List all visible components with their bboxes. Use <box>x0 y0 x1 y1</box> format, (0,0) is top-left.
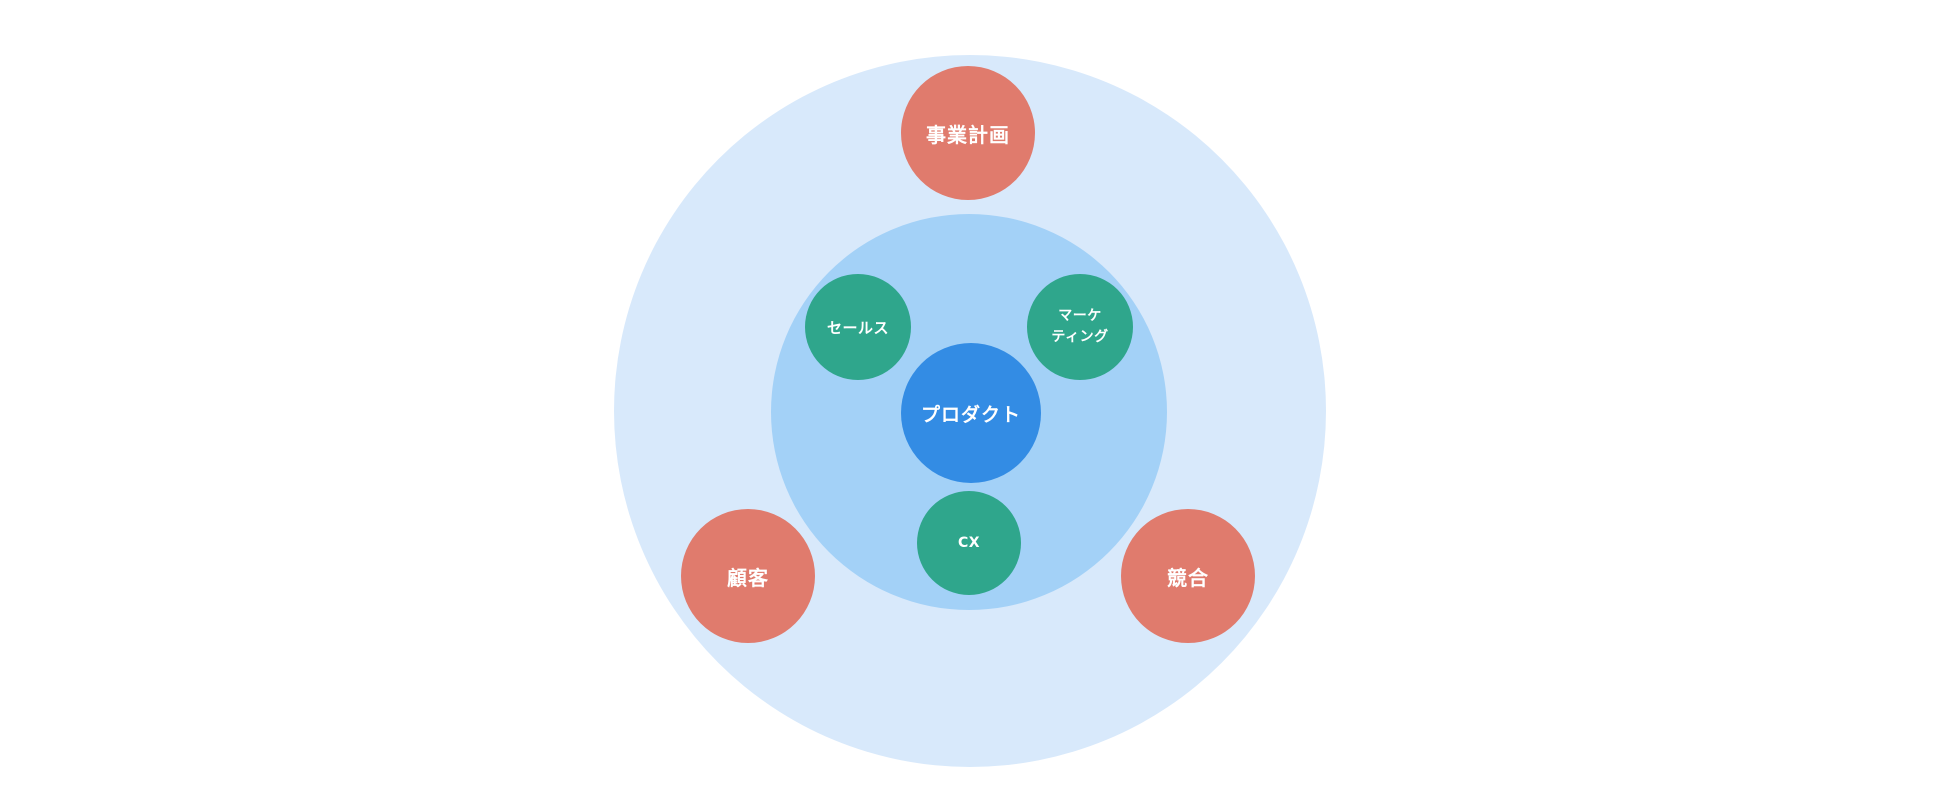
cx-circle: CX <box>917 491 1021 595</box>
marketing-label-line2: ティング <box>1051 329 1109 345</box>
business-plan-label: 事業計画 <box>926 122 1010 147</box>
sales-label: セールス <box>826 318 889 337</box>
marketing-circle: マーケ ティング <box>1027 274 1133 380</box>
marketing-label: マーケ ティング <box>1051 306 1108 348</box>
customer-circle: 顧客 <box>681 509 815 643</box>
customer-label: 顧客 <box>727 565 769 590</box>
product-circle: プロダクト <box>901 343 1041 483</box>
product-label: プロダクト <box>920 403 1021 426</box>
cx-label: CX <box>957 535 981 551</box>
sales-circle: セールス <box>805 274 911 380</box>
competitor-label: 競合 <box>1167 565 1209 590</box>
business-plan-circle: 事業計画 <box>901 66 1035 200</box>
competitor-circle: 競合 <box>1121 509 1255 643</box>
marketing-label-line1: マーケ <box>1058 308 1102 324</box>
